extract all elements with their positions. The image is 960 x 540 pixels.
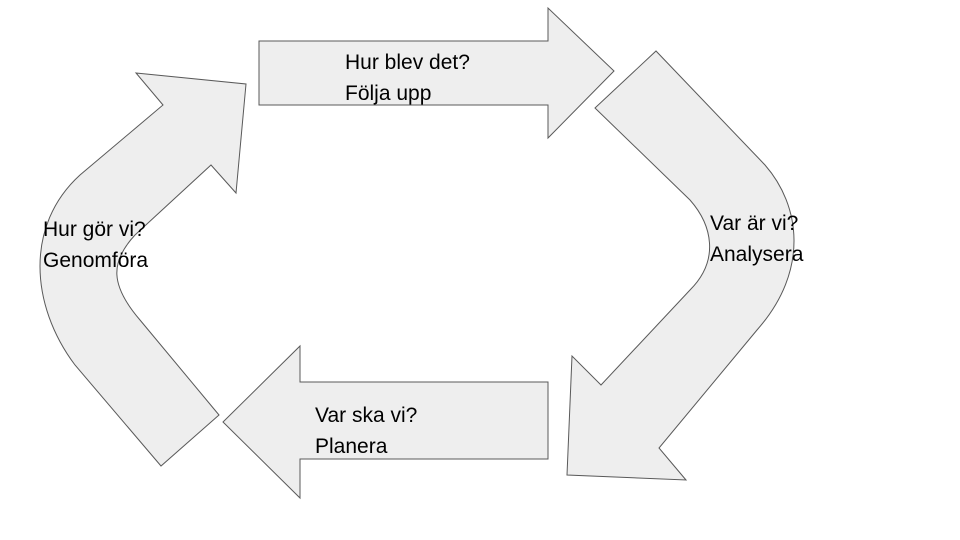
step-action: Följa upp bbox=[345, 82, 432, 105]
step-action: Analysera bbox=[710, 243, 804, 266]
step-label-follow-up: Hur blev det? Följa upp bbox=[345, 47, 470, 109]
step-question: Hur blev det? bbox=[345, 51, 470, 74]
step-question: Var är vi? bbox=[710, 212, 799, 235]
arrow-top-right bbox=[258, 6, 615, 140]
step-label-plan: Var ska vi? Planera bbox=[315, 400, 417, 462]
arrow-bottom-left bbox=[222, 344, 549, 500]
arrow-left-curved bbox=[39, 72, 247, 467]
arrow-right-curved bbox=[566, 50, 795, 481]
step-question: Var ska vi? bbox=[315, 404, 418, 427]
step-question: Hur gör vi? bbox=[43, 218, 146, 241]
step-label-execute: Hur gör vi? Genomföra bbox=[43, 214, 148, 276]
step-action: Planera bbox=[315, 435, 388, 458]
step-action: Genomföra bbox=[43, 249, 149, 272]
step-label-analyze: Var är vi? Analysera bbox=[710, 208, 803, 270]
